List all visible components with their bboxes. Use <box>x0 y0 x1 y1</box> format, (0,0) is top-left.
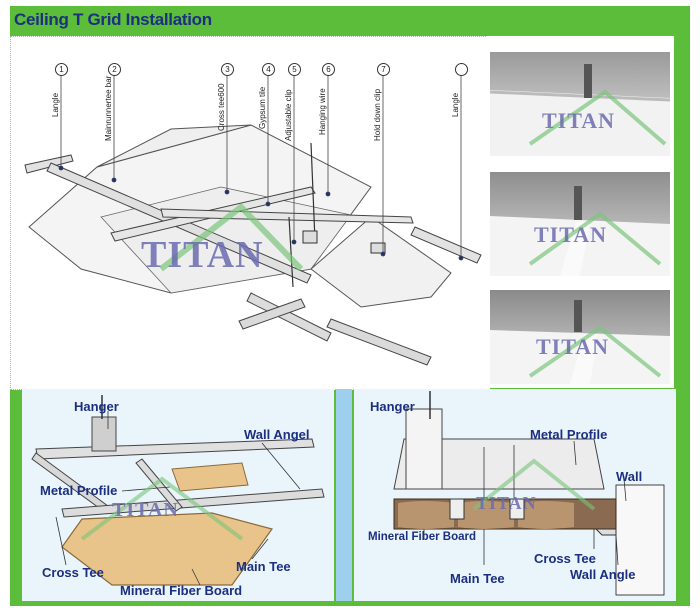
watermark-house-icon <box>472 458 596 511</box>
watermark-house-icon <box>528 89 667 146</box>
callout-label: Mainrunnertee bar <box>104 75 113 141</box>
callout-number: 5 <box>288 63 301 76</box>
callout-number: 3 <box>221 63 234 76</box>
main-diagram <box>24 73 482 366</box>
callout-number: 4 <box>262 63 275 76</box>
label-mineral-fiber-board: Mineral Fiber Board <box>120 583 243 598</box>
bottom-right-diagram: Hanger Metal Profile Wall Mineral Fiber … <box>354 389 676 601</box>
install-photo-1: TITAN <box>490 52 670 156</box>
label-main-tee: Main Tee <box>236 559 291 574</box>
label-wall-angel: Wall Angel <box>244 427 310 442</box>
adjustable-clip <box>302 230 318 244</box>
bottom-left-diagram: Hanger Wall Angel Metal Profile Cross Te… <box>22 389 334 601</box>
watermark-logo: TITAN <box>542 108 616 133</box>
watermark-logo: TITAN <box>534 222 608 247</box>
watermark-house-icon <box>80 476 244 541</box>
cross-tee <box>160 208 414 224</box>
callout-number: 2 <box>108 63 121 76</box>
main-diagram-panel: 1 2 3 4 5 6 7 Langle Mainrunnertee bar C… <box>10 36 490 390</box>
label-wall: Wall <box>616 469 643 484</box>
callout-number: 6 <box>322 63 335 76</box>
watermark-house-icon <box>528 211 662 266</box>
watermark-logo: TITAN <box>112 499 179 521</box>
callout-number: 1 <box>55 63 68 76</box>
install-photo-3: TITAN <box>490 290 670 394</box>
label-main-tee: Main Tee <box>450 571 505 586</box>
hold-down-clip <box>370 242 386 254</box>
hanger-bracket <box>405 408 443 490</box>
panel-divider <box>336 389 352 601</box>
callout-label: Hanging wire <box>318 88 327 135</box>
install-photo-2: TITAN <box>490 172 670 276</box>
watermark-logo: TITAN <box>141 234 264 276</box>
label-cross-tee: Cross Tee <box>534 551 596 566</box>
label-metal-profile: Metal Profile <box>40 483 118 498</box>
ceiling-tile <box>310 216 452 308</box>
callout-label: Hold down clip <box>373 88 382 141</box>
hanger-bracket <box>91 416 117 452</box>
ceiling-tile <box>96 124 252 168</box>
mineral-fiber-board <box>171 462 249 492</box>
label-metal-profile: Metal Profile <box>530 427 608 442</box>
watermark-logo: TITAN <box>476 493 537 513</box>
cross-tee-lower <box>238 298 306 330</box>
hanging-wire <box>310 142 316 242</box>
watermark-house-icon <box>528 325 662 378</box>
watermark-house-icon <box>159 202 304 272</box>
callout-number <box>455 63 468 76</box>
title-bar: Ceiling T Grid Installation <box>14 8 314 36</box>
label-hanger: Hanger <box>74 399 119 414</box>
callout-label: Langle <box>451 92 460 117</box>
leader-lines <box>58 73 464 261</box>
watermark-logo: TITAN <box>536 334 610 359</box>
hanging-wire <box>288 216 294 288</box>
callout-number: 7 <box>377 63 390 76</box>
l-angle-right <box>410 226 482 264</box>
callout-label: Langle <box>51 92 60 117</box>
callout-label: Adjustable clip <box>284 89 293 141</box>
label-wall-angle: Wall Angle <box>570 567 636 582</box>
leader-lines <box>423 440 627 566</box>
cross-tee <box>509 498 525 520</box>
label-cross-tee: Cross Tee <box>42 565 104 580</box>
cross-tee-lower <box>326 318 432 366</box>
label-hanger: Hanger <box>370 399 415 414</box>
callout-label: Cross tee600 <box>217 83 226 131</box>
wall-angle <box>594 528 617 536</box>
main-tee <box>449 498 465 520</box>
cross-tee-bar <box>135 458 183 512</box>
callout-label: Gypsum tile <box>258 86 267 129</box>
page-title: Ceiling T Grid Installation <box>14 10 212 29</box>
main-runner-end <box>246 292 332 342</box>
label-mineral-fiber-board: Mineral Fiber Board <box>368 531 476 543</box>
